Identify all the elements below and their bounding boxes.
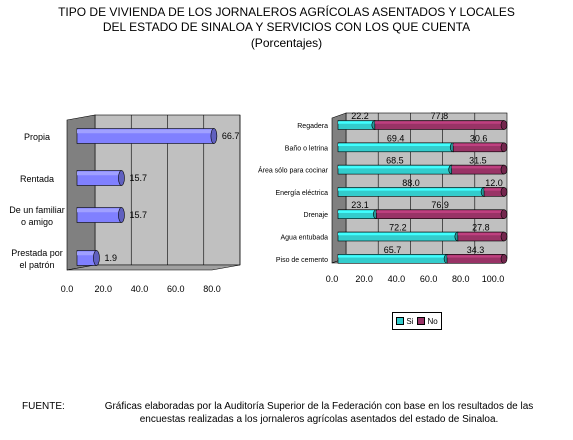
chart-title-line-1: TIPO DE VIVIENDA DE LOS JORNALEROS AGRÍC…	[58, 5, 515, 19]
chart2-bar-no-cap	[500, 120, 508, 130]
chart2-category-label: Piso de cemento	[276, 257, 328, 264]
legend-label-no: No	[427, 316, 438, 326]
chart2-bar-no-cap	[500, 164, 508, 175]
chart2-category-label: Energía eléctrica	[275, 190, 328, 197]
chart1-bar-highlight	[77, 171, 122, 176]
legend-label-si: Si	[406, 316, 414, 326]
chart2-x-tick-label: 20.0	[355, 274, 373, 284]
chart2-category-label: Regadera	[297, 123, 328, 130]
legend-item-si: Si	[396, 317, 413, 326]
chart2-bar-si-highlight	[338, 210, 377, 213]
chart2-bar-no-highlight	[374, 121, 504, 124]
chart2-data-label-si: 72.2	[389, 223, 407, 233]
chart1-category-label: Propia	[24, 132, 50, 142]
chart2-bar-no-highlight	[484, 188, 504, 191]
services-legend: Si No	[392, 312, 442, 330]
chart1-bar-highlight	[77, 208, 122, 213]
chart2-bar-no-highlight	[453, 143, 504, 147]
chart2-bar-si-highlight	[338, 188, 485, 191]
chart1-data-label: 15.7	[129, 210, 147, 220]
chart1-bar-cap	[93, 250, 100, 266]
chart-title-line-2: DEL ESTADO DE SINALOA Y SERVICIOS CON LO…	[102, 20, 471, 34]
chart1-category-label: Prestada por	[11, 248, 63, 258]
chart1-x-tick-label: 40.0	[131, 284, 149, 294]
chart2-data-label-si: 65.7	[384, 245, 402, 255]
chart2-data-label-no: 76.9	[431, 200, 449, 210]
chart2-bar-si-highlight	[338, 255, 448, 258]
chart1-bar-cap	[118, 207, 125, 223]
chart1-bar-cap	[210, 128, 218, 144]
chart2-x-tick-label: 60.0	[420, 274, 438, 284]
chart2-category-label: Agua entubada	[281, 235, 329, 242]
chart2-data-label-si: 23.1	[351, 200, 369, 210]
chart1-data-label: 66.7	[222, 131, 240, 141]
chart2-bar-no-cap	[500, 187, 508, 197]
chart2-data-label-no: 27.8	[472, 223, 490, 233]
chart1-bar-highlight	[77, 251, 97, 256]
chart2-x-tick-label: 100.0	[482, 274, 505, 284]
chart2-data-label-si: 69.4	[387, 133, 405, 143]
chart1-data-label: 1.9	[104, 253, 117, 263]
chart2-bar-si-highlight	[338, 121, 375, 124]
chart2-data-label-no: 31.5	[469, 156, 487, 166]
chart2-data-label-no: 30.6	[470, 133, 488, 143]
chart1-category-label: Rentada	[20, 174, 54, 184]
chart2-data-label-no: 34.3	[467, 245, 485, 255]
chart2-category-label: Baño o letrina	[285, 145, 328, 152]
chart1-category-label: el patrón	[19, 260, 54, 270]
chart2-data-label-no: 77.8	[431, 111, 449, 121]
legend-item-no: No	[417, 316, 438, 326]
chart2-x-tick-label: 0.0	[326, 274, 339, 284]
chart2-bar-no-cap	[500, 253, 508, 264]
chart1-category-label: De un familiar	[9, 205, 65, 215]
chart1-x-tick-label: 60.0	[167, 284, 185, 294]
chart1-bar-highlight	[77, 129, 214, 134]
source-text: Gráficas elaboradas por la Auditoría Sup…	[104, 401, 534, 425]
chart2-bar-no-highlight	[447, 255, 504, 258]
chart2-data-label-no: 12.0	[485, 178, 503, 188]
chart2-data-label-si: 68.5	[386, 156, 404, 166]
chart2-bar-no-cap	[500, 142, 508, 153]
chart2-category-label: Drenaje	[303, 212, 328, 219]
chart2-bar-no-highlight	[457, 233, 504, 236]
chart1-x-tick-label: 0.0	[61, 284, 74, 294]
chart2-x-tick-label: 80.0	[452, 274, 470, 284]
chart2-bar-no-highlight	[376, 210, 504, 213]
chart1-x-tick-label: 20.0	[94, 284, 112, 294]
chart2-data-label-si: 22.2	[351, 111, 369, 121]
legend-swatch-si	[396, 317, 405, 325]
chart1-x-tick-label: 80.0	[203, 284, 221, 294]
chart2-data-label-si: 88.0	[402, 178, 420, 188]
chart2-bar-si-highlight	[338, 143, 454, 147]
chart2-x-tick-label: 40.0	[388, 274, 406, 284]
legend-swatch-no	[417, 317, 426, 325]
chart2-bar-si-highlight	[338, 166, 452, 169]
source-label: FUENTE:	[22, 401, 65, 412]
chart2-bar-no-cap	[500, 209, 508, 219]
chart2-category-label: Área sólo para cocinar	[258, 166, 329, 175]
chart-title-line-3: (Porcentajes)	[250, 36, 323, 50]
chart2-bar-no-cap	[500, 231, 508, 242]
chart2-bar-si-highlight	[338, 233, 458, 236]
chart1-data-label: 15.7	[129, 173, 147, 183]
chart1-category-label: o amigo	[21, 217, 53, 227]
chart2-bar-no-highlight	[451, 166, 504, 169]
chart1-bar-cap	[118, 170, 125, 186]
